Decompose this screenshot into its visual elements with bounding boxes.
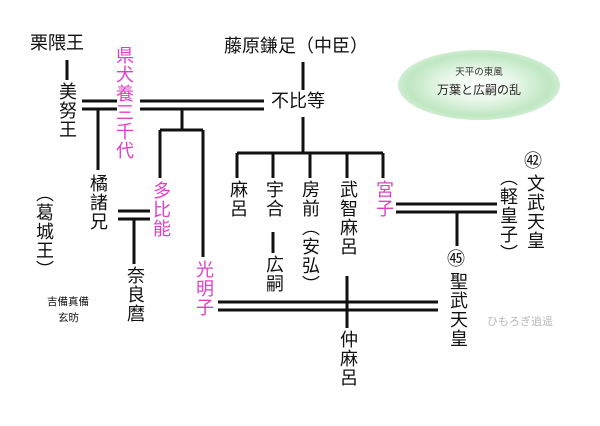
person-muchimaro: 武智麻呂 <box>337 180 358 256</box>
person-genbo: 玄昉 <box>58 312 79 324</box>
person-narimaro: 奈良麿 <box>124 266 145 323</box>
person-tahino: 多比能 <box>150 181 171 238</box>
person-agata-inukai-michiyo: 県犬養三千代 <box>113 46 134 160</box>
note-karu-no-miko: （軽皇子） <box>497 168 518 263</box>
person-komyoshi: 光明子 <box>193 260 214 317</box>
person-miyako: 宮子 <box>373 180 394 218</box>
person-kibi-no-makibi: 吉備真備 <box>47 296 89 308</box>
person-mido: 美努王 <box>56 82 77 139</box>
emperor-mommu: 文武天皇 <box>524 174 545 250</box>
title-emblem: 天平の東風 万葉と広嗣の乱 <box>398 50 560 120</box>
person-maro: 麻呂 <box>227 180 248 218</box>
emblem-subtitle: 天平の東風 <box>455 67 503 78</box>
person-kurikuma: 栗隈王 <box>30 33 84 54</box>
watermark: ひもろぎ逍遥 <box>487 315 553 328</box>
person-umakai: 宇合 <box>263 180 284 218</box>
person-fujiwara-kamatari: 藤原鎌足（中臣） <box>224 36 368 57</box>
person-fusasaki: 房前 <box>299 180 320 218</box>
person-tachibana-moroe: 橘諸兄 <box>87 174 108 231</box>
note-fusasaki: （安弘） <box>299 218 320 294</box>
note-katsuragi: （葛城王） <box>33 184 54 279</box>
emblem-title: 万葉と広嗣の乱 <box>436 83 521 97</box>
emperor-shomu: 聖武天皇 <box>447 272 468 348</box>
emperor-number-42: ㊷ <box>524 151 542 172</box>
person-nakamaro: 仲麻呂 <box>337 330 358 387</box>
person-fuhito: 不比等 <box>271 91 325 112</box>
person-hirotsugu: 広嗣 <box>263 255 284 293</box>
emperor-number-45: ㊺ <box>447 249 465 270</box>
